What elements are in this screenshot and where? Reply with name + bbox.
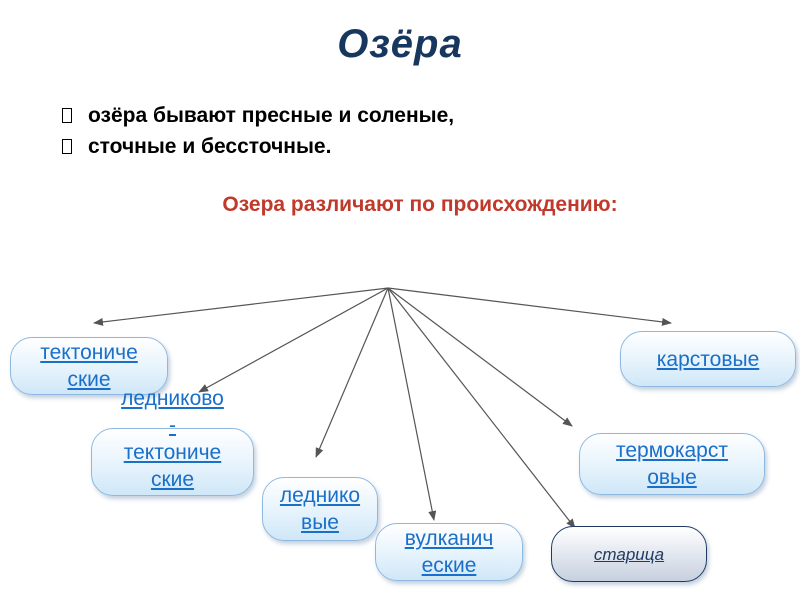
node-oxbow[interactable]: старица (551, 526, 707, 582)
node-thermokarst[interactable]: термокарст овые (579, 433, 765, 495)
node-karst[interactable]: карстовые (620, 331, 796, 387)
arrow-karst (387, 287, 672, 326)
node-volcanic[interactable]: вулканич еские (375, 523, 523, 581)
bullet-item: озёра бывают пресные и соленые, (62, 100, 454, 131)
arrow-tectonic (93, 287, 389, 326)
diagram-subtitle: Озера различают по происхождению: (222, 193, 618, 216)
arrow-volcanic (387, 287, 437, 521)
bullet-box-icon (62, 139, 72, 154)
node-glacial-tectonic[interactable]: ледниково - тектониче ские (91, 387, 254, 496)
arrow-glacial (315, 287, 389, 458)
arrow-glacial-tectonic (198, 287, 389, 393)
arrow-thermokarst (387, 287, 573, 427)
node-glacial[interactable]: леднико вые (262, 477, 378, 541)
bullet-box-icon (62, 108, 72, 123)
slide-title: Озёра (337, 22, 463, 66)
bullet-text: сточные и бессточные. (88, 135, 332, 158)
arrow-oxbow (387, 287, 576, 529)
node-tectonic[interactable]: тектониче ские (10, 337, 168, 395)
bullet-list: озёра бывают пресные и соленые, сточные … (62, 100, 454, 162)
bullet-text: озёра бывают пресные и соленые, (88, 104, 455, 127)
bullet-item: сточные и бессточные. (62, 131, 454, 162)
